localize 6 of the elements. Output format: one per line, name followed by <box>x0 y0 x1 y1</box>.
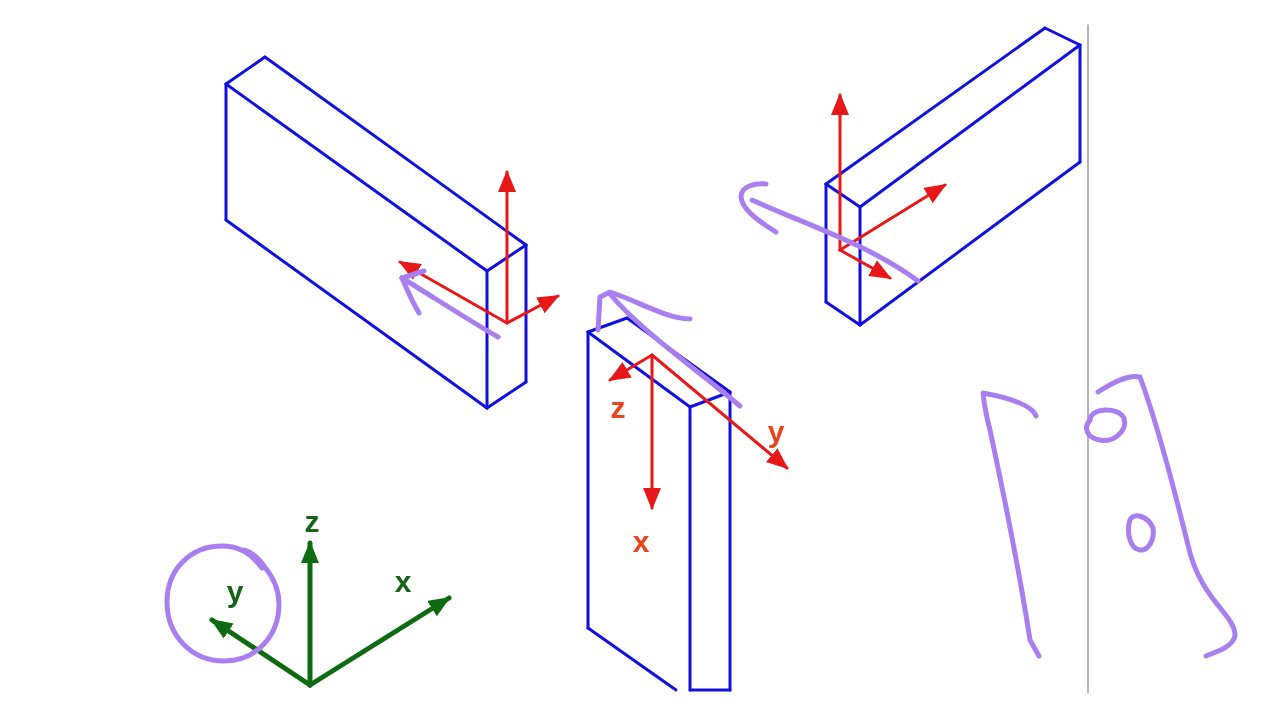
axis-label: y <box>226 577 244 607</box>
axis-label: x <box>394 567 412 597</box>
axis-label: y <box>767 417 785 447</box>
axis-label: z <box>610 393 626 423</box>
axis-label: x <box>632 527 650 557</box>
axis-label: z <box>304 507 320 537</box>
